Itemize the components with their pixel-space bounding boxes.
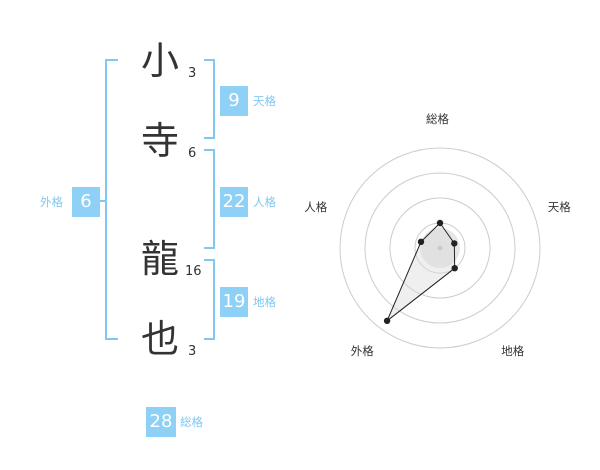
jinkaku-bracket — [204, 149, 215, 249]
radar-ring-3 — [364, 172, 516, 324]
radar-axis-label-0: 総格 — [426, 112, 449, 126]
radar-axis-label-3: 外格 — [350, 343, 374, 358]
soukaku-badge: 28 — [146, 407, 176, 437]
tenkaku-bracket — [204, 59, 215, 139]
name-char-1: 小 — [140, 39, 179, 83]
soukaku-label: 総格 — [180, 415, 203, 429]
gaikaku-bracket — [105, 59, 118, 340]
gaikaku-label: 外格 — [40, 195, 63, 209]
tenkaku-label: 天格 — [253, 94, 276, 108]
chikaku-label: 地格 — [253, 295, 276, 309]
radar-point-3 — [383, 317, 391, 324]
radar-center-dot — [437, 245, 443, 251]
radar-ring-4 — [339, 147, 541, 349]
radar-point-2 — [451, 265, 458, 272]
radar-axis-label-4: 人格 — [304, 200, 328, 215]
radar-point-4 — [417, 238, 425, 245]
radar-axis-label-2: 地格 — [501, 343, 525, 358]
radar-axis-label-1: 天格 — [547, 200, 571, 215]
radar-data-polygon — [386, 222, 456, 322]
name-char-4: 也 — [140, 317, 179, 361]
radar-ring-2 — [389, 197, 491, 299]
chikaku-bracket — [204, 259, 215, 340]
radar-point-0 — [436, 219, 444, 227]
jinkaku-badge: 22 — [220, 187, 248, 217]
chikaku-badge: 19 — [220, 287, 248, 317]
name-char-3: 龍 — [140, 237, 179, 281]
stroke-count-2: 6 — [188, 146, 197, 161]
name-char-2: 寺 — [140, 119, 179, 163]
tenkaku-badge: 9 — [220, 86, 248, 116]
radar-point-1 — [451, 240, 458, 247]
stroke-count-4: 3 — [188, 344, 197, 359]
jinkaku-label: 人格 — [253, 195, 276, 209]
stroke-count-3: 16 — [185, 264, 202, 279]
stroke-count-1: 3 — [188, 66, 197, 81]
gaikaku-badge: 6 — [72, 187, 100, 217]
